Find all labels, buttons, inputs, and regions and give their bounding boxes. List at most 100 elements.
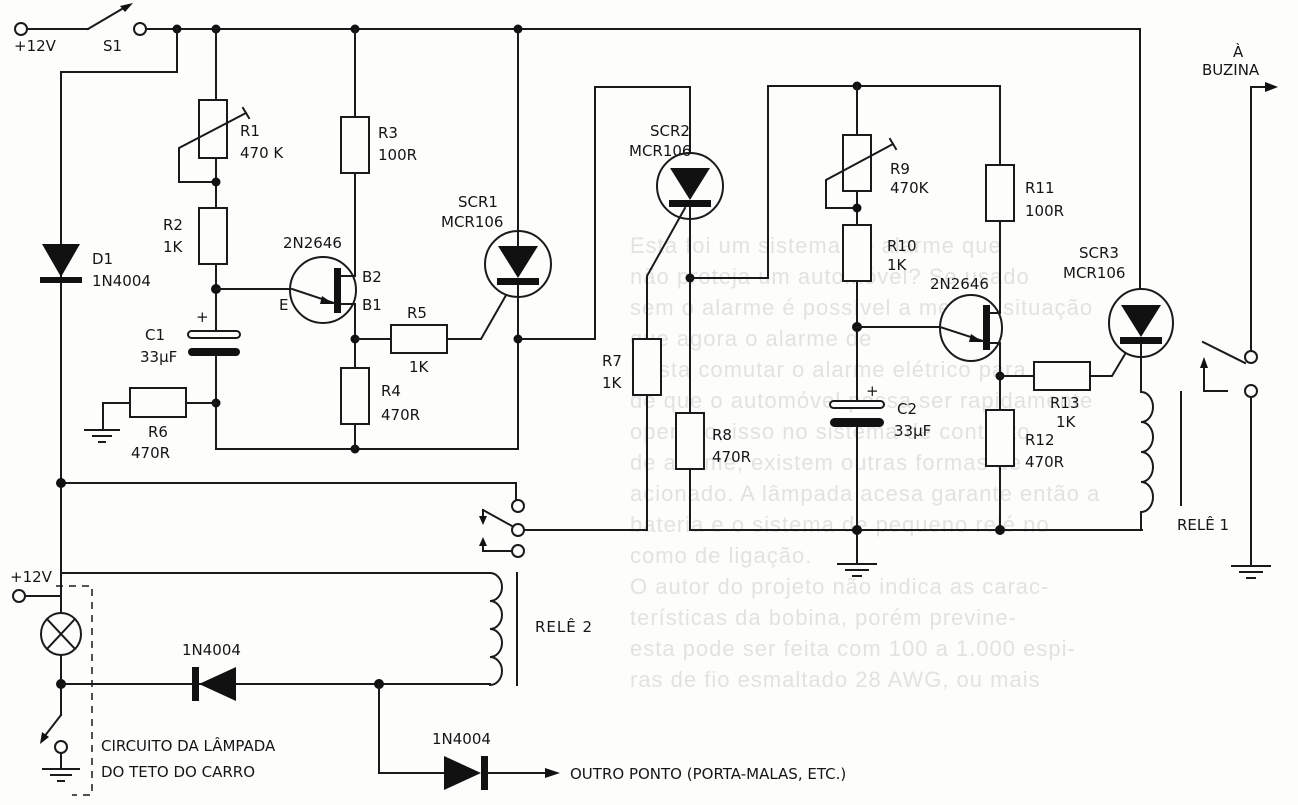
resistor-r3	[340, 116, 370, 174]
lamp-circuit-boundary	[56, 585, 93, 796]
label-r7-name: R7	[602, 352, 622, 370]
label-lamp-supply: +12V	[10, 568, 53, 586]
wire-r7-to-rele2	[540, 394, 648, 531]
label-r10-name: R10	[887, 237, 917, 255]
bg-line: acionado. A lâmpada acesa garante então …	[630, 481, 1101, 506]
ground-icon	[84, 429, 120, 443]
wire	[24, 595, 62, 613]
label-q1-value: 2N2646	[283, 234, 342, 252]
wire-to-buzina	[1250, 86, 1271, 352]
r1-wiper	[178, 111, 248, 183]
label-q2-value: 2N2646	[930, 275, 989, 293]
label-q1-b2: B2	[362, 268, 382, 286]
arrow-right-icon	[1265, 82, 1278, 92]
label-scr2-value: MCR106	[629, 142, 691, 160]
label-c2-name: C2	[897, 400, 917, 418]
bg-line: Basta comutar o alarme elétrico para	[630, 357, 1027, 382]
supply-terminal-12v	[14, 22, 28, 36]
scr1-thyristor	[484, 230, 552, 298]
wire-to-outro	[378, 683, 445, 774]
transistor-q1-ujt	[289, 256, 357, 324]
label-r3-name: R3	[378, 124, 398, 142]
label-scr3-value: MCR106	[1063, 264, 1125, 282]
label-r13-value: 1K	[1056, 413, 1077, 431]
arrow-right-icon	[545, 768, 560, 778]
label-r8-value: 470R	[712, 448, 751, 466]
scr3-thyristor	[1108, 288, 1174, 358]
label-r10-value: 1K	[887, 256, 908, 274]
resistor-r1-potentiometer	[198, 99, 228, 159]
label-scr2-name: SCR2	[650, 122, 690, 140]
r9-wiper-tick	[888, 137, 898, 151]
bg-line: esta pode ser feita com 100 a 1.000 espi…	[630, 636, 1076, 661]
wire-bottom-stage3	[689, 468, 1143, 531]
label-rele2: RELÊ 2	[535, 617, 593, 636]
capacitor-c1	[187, 330, 241, 356]
wire-to-scr3-gate	[1089, 342, 1133, 377]
label-r1-value: 470 K	[240, 144, 284, 162]
label-r11-name: R11	[1025, 179, 1055, 197]
label-r13-name: R13	[1050, 394, 1080, 412]
diode-outro	[444, 756, 488, 790]
label-scr1-name: SCR1	[458, 193, 498, 211]
label-r6-name: R6	[148, 423, 168, 441]
label-c1-value: 33µF	[140, 348, 177, 366]
label-r9-value: 470K	[890, 179, 930, 197]
label-r7-value: 1K	[602, 374, 623, 392]
resistor-r10	[842, 224, 872, 282]
relay1-coil	[1139, 390, 1154, 514]
relay1-contact-switch	[1200, 340, 1258, 398]
label-r2-name: R2	[163, 216, 183, 234]
junction	[56, 478, 66, 488]
scr2-thyristor	[656, 152, 724, 220]
label-scr3-name: SCR3	[1079, 244, 1119, 262]
bg-line: terísticas da bobina, porém previne-	[630, 605, 1017, 630]
wire-left-bus	[60, 28, 178, 691]
label-r8-name: R8	[712, 426, 732, 444]
label-supply: +12V	[14, 37, 57, 55]
resistor-r4	[340, 367, 370, 425]
label-s1: S1	[103, 37, 122, 55]
ground-icon	[42, 768, 80, 782]
resistor-r12	[985, 409, 1015, 467]
bg-line: ras de fio esmaltado 28 AWG, ou mais	[630, 667, 1041, 692]
ground-icon	[1231, 565, 1271, 579]
label-r1-name: R1	[240, 122, 260, 140]
door-switch	[40, 713, 68, 769]
label-lamp-circuit-2: DO TETO DO CARRO	[101, 763, 255, 781]
resistor-r11	[985, 164, 1015, 222]
resistor-r5	[390, 324, 448, 354]
bg-line: bateria e o sistema de pequeno relé no	[630, 512, 1050, 537]
junction	[995, 525, 1005, 535]
label-r5-value: 1K	[409, 358, 430, 376]
bg-line: sem o alarme é possível a mesma situação	[630, 295, 1094, 320]
label-r11-value: 100R	[1025, 202, 1064, 220]
label-r3-value: 100R	[378, 146, 417, 164]
resistor-r7	[632, 338, 662, 396]
label-c2-value: 33µF	[894, 422, 931, 440]
label-d1-value: 1N4004	[92, 272, 151, 290]
resistor-r6	[129, 387, 187, 418]
junction	[852, 203, 862, 213]
label-r4-name: R4	[381, 382, 401, 400]
capacitor-c2	[829, 400, 885, 427]
r9-wiper	[825, 142, 895, 209]
transistor-q2-ujt	[938, 294, 1003, 362]
label-c1-name: C1	[145, 326, 165, 344]
label-rele1: RELÊ 1	[1177, 515, 1229, 534]
resistor-r8	[675, 412, 705, 470]
label-buzina-a: À	[1233, 42, 1244, 61]
junction	[211, 177, 221, 187]
label-r9-name: R9	[890, 160, 910, 178]
label-r12-name: R12	[1025, 431, 1055, 449]
bg-line: O autor do projeto não indica as carac-	[630, 574, 1050, 599]
r1-wiper-tick	[241, 106, 251, 120]
diode-lamp	[192, 667, 236, 701]
ground-icon	[837, 563, 877, 577]
lamp-icon	[40, 612, 82, 656]
lamp-supply-terminal	[12, 589, 26, 603]
label-r6-value: 470R	[131, 444, 170, 462]
label-c2-plus: +	[866, 382, 879, 400]
label-outro-ponto: OUTRO PONTO (PORTA-MALAS, ETC.)	[570, 765, 846, 783]
